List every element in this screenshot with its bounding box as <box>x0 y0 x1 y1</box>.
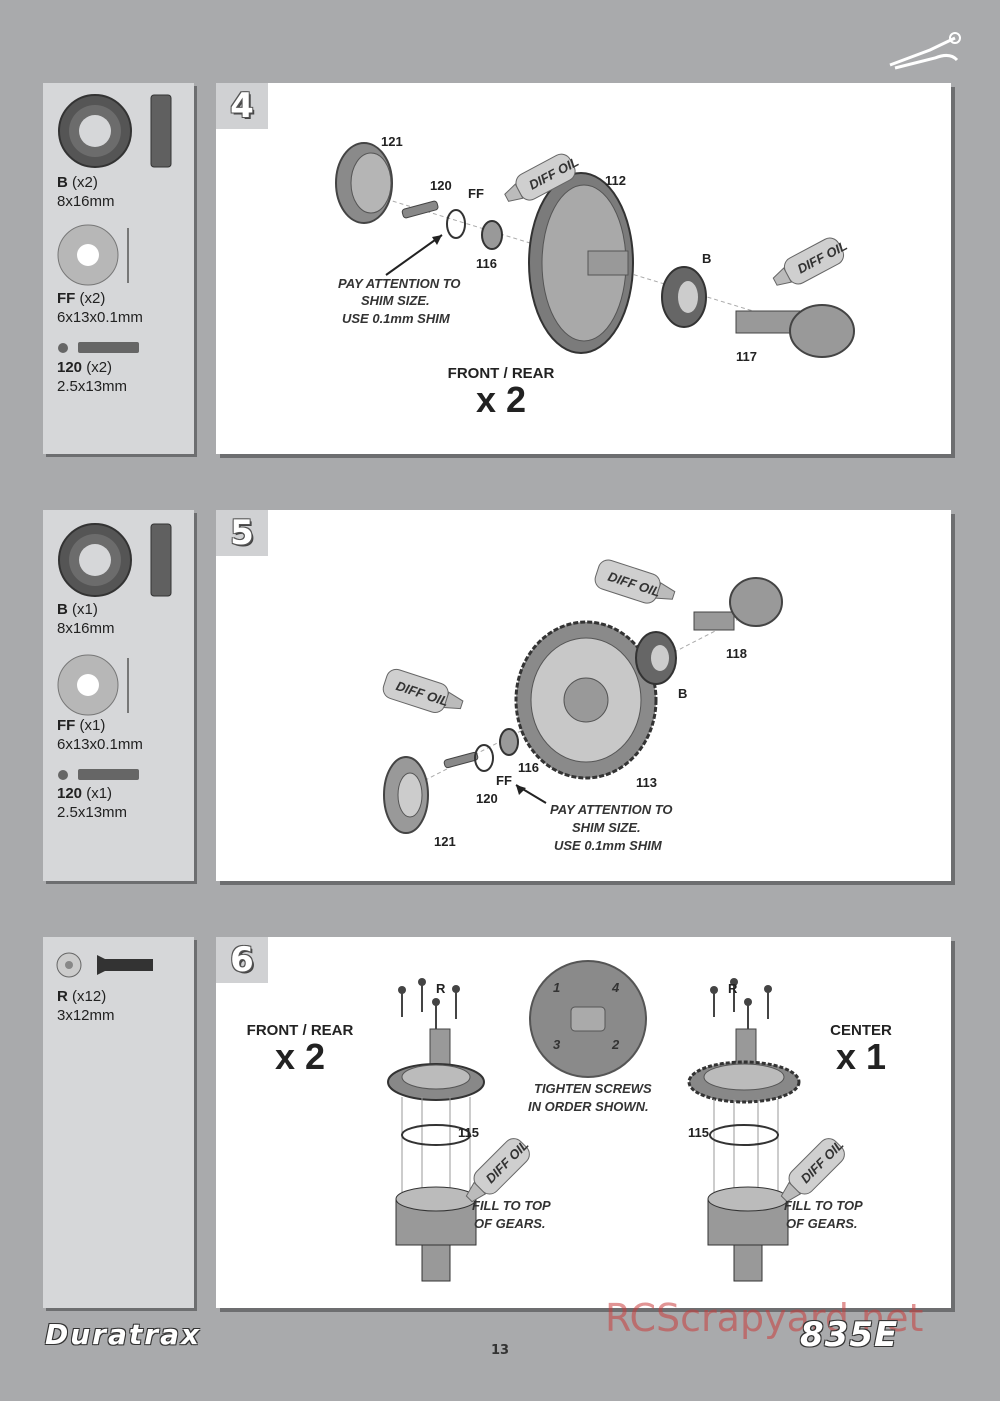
callout: 113 <box>636 775 657 790</box>
step-6-diagram: R 115 DIFF OIL FILL TO TOP OF GEARS. 1 4… <box>387 960 863 1282</box>
washer-116 <box>481 220 503 250</box>
outdrive-117 <box>735 304 855 358</box>
note-line: OF GEARS. <box>786 1216 858 1231</box>
brand-logo: Duratrax <box>45 1318 202 1351</box>
shim-icon <box>57 654 119 716</box>
diff-oil-bottle-icon: DIFF OIL <box>382 668 464 714</box>
order-number: 1 <box>553 980 560 995</box>
step-number: 6 <box>216 937 268 983</box>
note-line: PAY ATTENTION TO <box>550 802 673 817</box>
shim-side-icon <box>127 228 129 283</box>
callout: 116 <box>476 256 497 271</box>
callout: 118 <box>726 646 747 661</box>
step-number: 4 <box>216 83 268 129</box>
note-line: PAY ATTENTION TO <box>338 276 461 291</box>
callout: 112 <box>605 173 626 188</box>
model-logo: 835E <box>800 1315 899 1355</box>
note-line: SHIM SIZE. <box>572 820 641 835</box>
order-number: 2 <box>611 1037 620 1052</box>
pin-120 <box>401 200 439 219</box>
parts-sidebar-step5: B (x1)8x16mm FF (x1)6x13x0.1mm 120 (x1)2… <box>43 510 194 881</box>
arrow-icon <box>385 234 443 276</box>
bearing-icon <box>58 94 132 168</box>
bevel-gear-121 <box>383 756 429 834</box>
parts-graphics <box>57 94 172 353</box>
callout: 121 <box>434 834 456 849</box>
diff-oil-bottle-icon: DIFF OIL <box>780 1137 847 1203</box>
callout: R <box>436 981 446 996</box>
callout: 120 <box>430 178 452 193</box>
callout: 116 <box>518 760 539 775</box>
note-line: TIGHTEN SCREWS <box>534 1081 652 1096</box>
washer-116 <box>499 728 519 756</box>
order-number: 4 <box>611 980 620 995</box>
bevel-gear-121 <box>335 142 393 224</box>
parts-sidebar-step6: R (x12)3x12mm <box>43 937 194 1308</box>
pin-end-icon <box>58 770 68 780</box>
note-line: USE 0.1mm SHIM <box>342 311 451 326</box>
step-4-panel: 4 DIFF OIL DIFF OIL 121 120 FF 116 112 B… <box>216 83 951 454</box>
parts-graphics <box>57 523 172 780</box>
callout: FF <box>496 773 512 788</box>
center-diff: R 115 DIFF OIL FILL TO TOP OF GEARS. <box>687 978 863 1282</box>
note-line: FILL TO TOP <box>472 1198 551 1213</box>
step-number: 5 <box>216 510 268 556</box>
page-number: 13 <box>490 1343 510 1358</box>
bearing-side-icon <box>150 523 172 597</box>
shim-side-icon <box>127 658 129 713</box>
screw-head-icon <box>56 952 82 978</box>
tools-icon <box>889 32 961 70</box>
callout: 117 <box>736 349 757 364</box>
order-number: 3 <box>553 1037 561 1052</box>
front-rear-diff: R 115 DIFF OIL FILL TO TOP OF GEARS. <box>387 978 551 1282</box>
pin-end-icon <box>58 343 68 353</box>
bearing-b <box>635 631 677 685</box>
screw-order-gear: 1 4 3 2 TIGHTEN SCREWS IN ORDER SHOWN. <box>528 960 652 1114</box>
diff-oil-bottle-icon: DIFF OIL <box>772 237 850 286</box>
pin-120 <box>443 751 479 769</box>
step-4-diagram: DIFF OIL DIFF OIL 121 120 FF 116 112 B 1… <box>335 134 855 364</box>
shim-ff <box>446 209 466 239</box>
diff-oil-bottle-icon: DIFF OIL <box>594 559 676 604</box>
pin-icon <box>78 769 139 780</box>
note-line: USE 0.1mm SHIM <box>554 838 663 853</box>
bearing-side-icon <box>150 94 172 168</box>
bearing-icon <box>58 523 132 597</box>
watermark: RCScrapyard.net <box>605 1296 924 1340</box>
o-ring-115 <box>401 1124 471 1146</box>
bearing-b <box>661 266 707 328</box>
outdrive-118 <box>693 577 783 631</box>
note-line: OF GEARS. <box>474 1216 546 1231</box>
parts-sidebar-step4: B (x2)8x16mm FF (x2)6x13x0.1mm 120 (x2)2… <box>43 83 194 454</box>
callout: 120 <box>476 791 498 806</box>
shim-ff <box>474 744 494 772</box>
screw-icon <box>97 955 153 975</box>
callout: R <box>728 981 738 996</box>
step-5-diagram: DIFF OIL DIFF OIL 118 B 116 113 FF 120 1… <box>382 559 783 853</box>
callout: B <box>678 686 687 701</box>
callout: FF <box>468 186 484 201</box>
note-line: IN ORDER SHOWN. <box>528 1099 649 1114</box>
callout: B <box>702 251 711 266</box>
note-line: SHIM SIZE. <box>361 293 430 308</box>
o-ring-115 <box>709 1124 779 1146</box>
parts-graphics <box>56 952 153 978</box>
shim-icon <box>57 224 119 286</box>
note-line: FILL TO TOP <box>784 1198 863 1213</box>
step-5-panel: 5 DIFF OIL DIFF OIL 118 B 116 113 FF 120… <box>216 510 951 881</box>
callout: 115 <box>688 1125 709 1140</box>
pin-icon <box>78 342 139 353</box>
spur-gear-113 <box>514 620 658 780</box>
spur-gear-112 <box>528 172 634 354</box>
callout: 115 <box>458 1125 479 1140</box>
callout: 121 <box>381 134 403 149</box>
